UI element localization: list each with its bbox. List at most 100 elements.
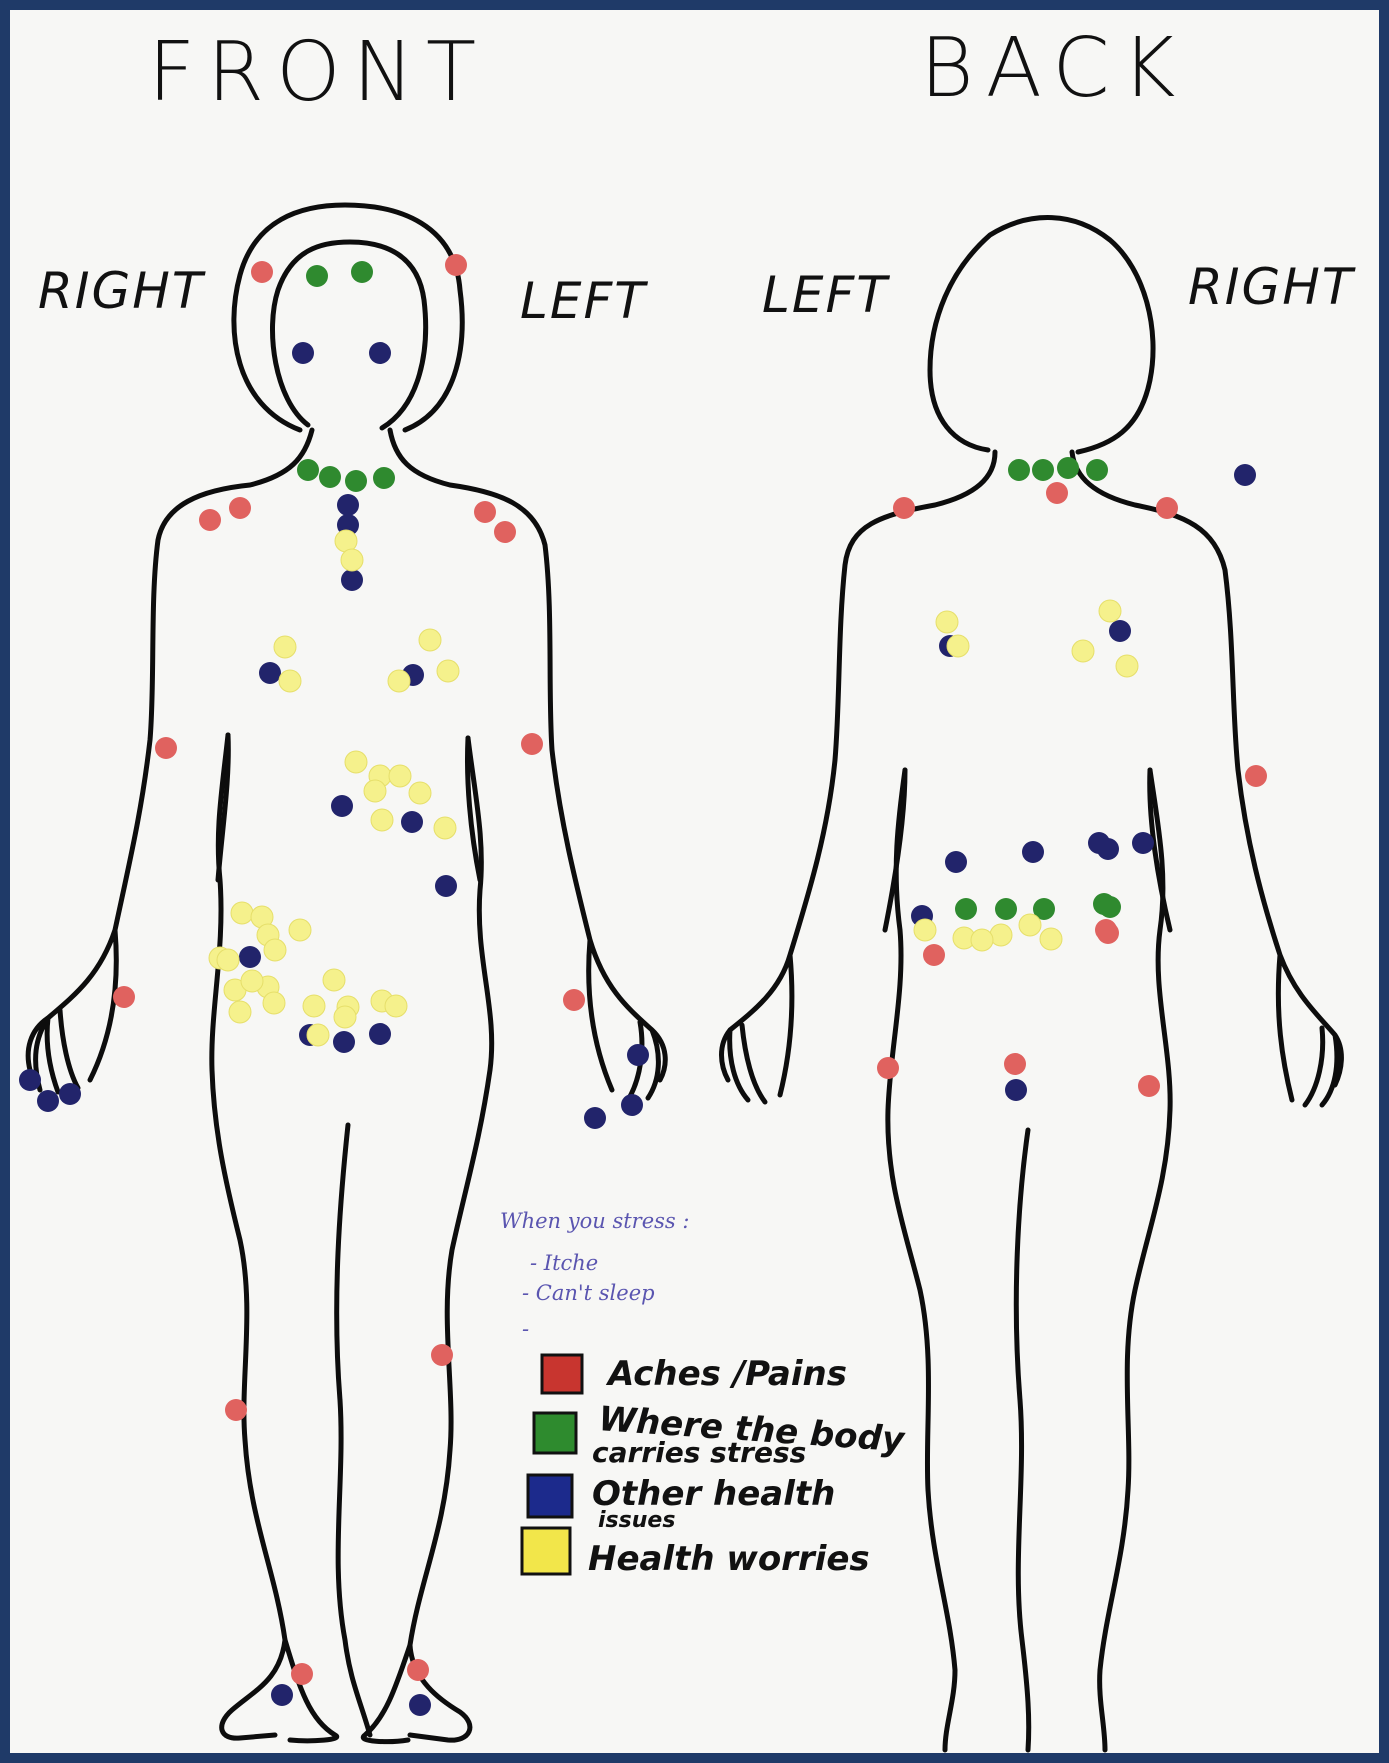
front-blue-dot [333,1031,355,1053]
front-red-dot [155,737,177,759]
front-red-dot [407,1659,429,1681]
front-green-dot [306,265,328,287]
front-yellow-dot [388,670,410,692]
front-left-label: LEFT [520,272,648,330]
back-yellow-dot [1116,655,1138,677]
stress-note-title: When you stress : [500,1209,689,1233]
back-red-dot [1156,497,1178,519]
front-yellow-dot [303,995,325,1017]
front-green-dot [345,470,367,492]
front-blue-dot [337,494,359,516]
stress-note: When you stress : - Itche - Can't sleep … [500,1209,689,1341]
front-green-dot [373,467,395,489]
back-red-dot [1004,1053,1026,1075]
front-red-dot [113,986,135,1008]
back-green-dot [995,898,1017,920]
back-yellow-dot [1040,928,1062,950]
back-blue-dot [1132,832,1154,854]
front-red-dot [494,521,516,543]
back-red-dot [1095,919,1117,941]
back-green-dot [1057,457,1079,479]
back-green-dot [1008,459,1030,481]
front-blue-dot [59,1083,81,1105]
front-blue-dot [271,1684,293,1706]
back-dots-group [877,457,1267,1101]
front-yellow-dot [279,670,301,692]
back-blue-dot [1097,838,1119,860]
front-yellow-dot [264,939,286,961]
front-blue-dot [627,1044,649,1066]
back-body-outline [722,218,1342,1750]
back-yellow-dot [1099,600,1121,622]
front-yellow-dot [389,765,411,787]
front-yellow-dot [364,780,386,802]
back-blue-dot [1234,464,1256,486]
front-blue-dot [584,1107,606,1129]
back-green-dot [1032,459,1054,481]
front-green-dot [351,261,373,283]
front-yellow-dot [289,919,311,941]
front-yellow-dot [409,782,431,804]
back-left-label: LEFT [762,266,890,324]
back-yellow-dot [936,611,958,633]
back-right-label: RIGHT [1188,258,1356,316]
front-yellow-dot [345,751,367,773]
back-blue-dot [1022,841,1044,863]
back-yellow-dot [914,919,936,941]
legend: Aches /Pains Where the body carries stre… [522,1354,907,1579]
legend-label-stress-line2: carries stress [592,1436,806,1469]
front-red-dot [229,497,251,519]
front-red-dot [563,989,585,1011]
front-yellow-dot [341,549,363,571]
front-green-dot [319,466,341,488]
front-red-dot [225,1399,247,1421]
front-red-dot [291,1663,313,1685]
front-red-dot [251,261,273,283]
front-red-dot [445,254,467,276]
front-yellow-dot [307,1024,329,1046]
front-yellow-dot [323,969,345,991]
legend-label-worries: Health worries [588,1539,870,1579]
front-yellow-dot [434,817,456,839]
legend-label-aches: Aches /Pains [605,1354,847,1394]
back-yellow-dot [971,929,993,951]
legend-swatch-other [528,1475,572,1517]
front-yellow-dot [263,992,285,1014]
front-yellow-dot [229,1001,251,1023]
legend-label-other-line2: issues [598,1508,675,1533]
stress-note-item: - Itche [530,1251,598,1275]
stress-note-item: - Can't sleep [522,1281,655,1305]
front-yellow-dot [371,809,393,831]
back-green-dot [1086,459,1108,481]
front-blue-dot [435,875,457,897]
front-blue-dot [369,1023,391,1045]
front-yellow-dot [241,970,263,992]
front-blue-dot [409,1694,431,1716]
stress-note-item: - [522,1317,529,1341]
legend-swatch-worries [522,1528,570,1574]
back-blue-dot [1005,1079,1027,1101]
back-blue-dot [1109,620,1131,642]
legend-swatch-aches [542,1355,582,1393]
back-red-dot [923,944,945,966]
front-yellow-dot [217,949,239,971]
front-blue-dot [621,1094,643,1116]
front-blue-dot [369,342,391,364]
back-red-dot [877,1057,899,1079]
front-blue-dot [331,795,353,817]
front-yellow-dot [437,660,459,682]
front-yellow-dot [231,902,253,924]
legend-swatch-stress [534,1413,576,1453]
front-red-dot [199,509,221,531]
back-blue-dot [945,851,967,873]
front-blue-dot [341,569,363,591]
front-green-dot [297,459,319,481]
front-red-dot [474,501,496,523]
front-yellow-dot [334,1006,356,1028]
front-yellow-dot [385,995,407,1017]
front-red-dot [431,1344,453,1366]
back-yellow-dot [947,635,969,657]
back-yellow-dot [1019,914,1041,936]
back-heading: BACK [920,21,1187,116]
front-blue-dot [19,1069,41,1091]
